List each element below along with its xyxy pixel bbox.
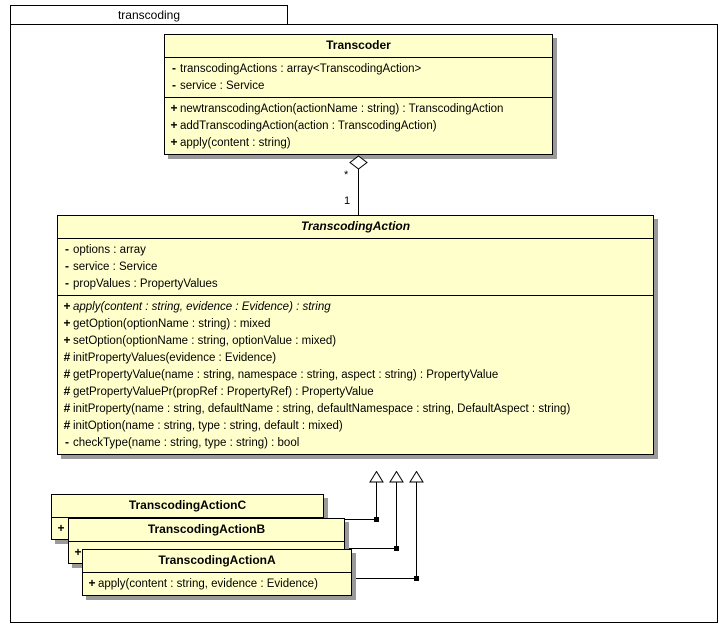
visibility-marker: # bbox=[63, 367, 71, 381]
operation-row: + newtranscodingAction(actionName : stri… bbox=[165, 100, 552, 117]
generalization-junction-c bbox=[374, 517, 379, 522]
visibility-marker: - bbox=[65, 435, 69, 449]
attribute-signature: transcodingActions : array<TranscodingAc… bbox=[180, 63, 422, 75]
class-box-transcodingactiona[interactable]: TranscodingActionA + apply(content : str… bbox=[82, 549, 352, 596]
class-name-transcodingaction: TranscodingAction bbox=[58, 216, 653, 239]
operation-row: + apply(content : string) bbox=[165, 134, 552, 151]
generalization-junction-a bbox=[414, 576, 419, 581]
visibility-marker: + bbox=[63, 299, 71, 313]
operation-row: + apply(content : string, evidence : Evi… bbox=[58, 298, 653, 315]
operations-compartment-transcodingactionb: + bbox=[69, 542, 344, 563]
visibility-marker: - bbox=[65, 242, 69, 256]
operation-signature: checkType(name : string, type : string) … bbox=[73, 437, 300, 449]
class-box-transcodingaction[interactable]: TranscodingAction - options : array - se… bbox=[57, 215, 654, 455]
attribute-signature: service : Service bbox=[180, 80, 265, 92]
visibility-marker: - bbox=[172, 78, 176, 92]
visibility-marker: + bbox=[63, 316, 71, 330]
operation-row: # initProperty(name : string, defaultNam… bbox=[58, 400, 653, 417]
generalization-line-a bbox=[350, 578, 417, 579]
generalization-line-b bbox=[396, 482, 397, 549]
operation-signature: setOption(optionName : string, optionVal… bbox=[73, 335, 337, 347]
operation-signature: getPropertyValuePr(propRef : PropertyRef… bbox=[73, 386, 374, 398]
attributes-compartment-transcoder: - transcodingActions : array<Transcoding… bbox=[165, 58, 552, 98]
visibility-marker: # bbox=[63, 350, 71, 364]
attribute-row: - propValues : PropertyValues bbox=[58, 275, 653, 292]
class-name-transcodingactiona: TranscodingActionA bbox=[83, 550, 351, 573]
attribute-signature: options : array bbox=[73, 244, 146, 256]
operation-signature: apply(content : string, evidence : Evide… bbox=[73, 301, 331, 313]
visibility-marker: # bbox=[63, 384, 71, 398]
attribute-signature: propValues : PropertyValues bbox=[73, 278, 218, 290]
visibility-marker: + bbox=[63, 333, 71, 347]
operation-row: # getPropertyValue(name : string, namesp… bbox=[58, 366, 653, 383]
attribute-row: - service : Service bbox=[58, 258, 653, 275]
attribute-row: - service : Service bbox=[165, 77, 552, 94]
operation-signature: newtranscodingAction(actionName : string… bbox=[180, 103, 504, 115]
operation-row: + addTranscodingAction(action : Transcod… bbox=[165, 117, 552, 134]
visibility-marker: - bbox=[65, 276, 69, 290]
operation-signature: initOption(name : string, type : string,… bbox=[73, 420, 343, 432]
visibility-marker: + bbox=[57, 521, 65, 535]
attribute-row: - transcodingActions : array<Transcoding… bbox=[165, 60, 552, 77]
operation-signature: apply(content : string, evidence : Evide… bbox=[98, 578, 318, 590]
operations-compartment-transcodingactionc: + bbox=[52, 518, 323, 539]
generalization-line-b bbox=[343, 548, 397, 549]
visibility-marker: + bbox=[88, 576, 96, 590]
generalization-line-c bbox=[322, 519, 377, 520]
aggregation-line bbox=[358, 169, 359, 216]
operation-signature: initPropertyValues(evidence : Evidence) bbox=[73, 352, 277, 364]
aggregation-target-multiplicity: 1 bbox=[344, 195, 351, 207]
visibility-marker: - bbox=[172, 61, 176, 75]
operation-row: + getOption(optionName : string) : mixed bbox=[58, 315, 653, 332]
aggregation-diamond-icon bbox=[349, 155, 368, 170]
operation-signature: addTranscodingAction(action : Transcodin… bbox=[180, 120, 437, 132]
operation-row: - checkType(name : string, type : string… bbox=[58, 434, 653, 451]
visibility-marker: + bbox=[74, 545, 82, 559]
operations-compartment-transcodingaction: + apply(content : string, evidence : Evi… bbox=[58, 296, 653, 454]
class-name-transcodingactionb: TranscodingActionB bbox=[69, 519, 344, 542]
operations-compartment-transcodingactiona: + apply(content : string, evidence : Evi… bbox=[83, 573, 351, 595]
visibility-marker: + bbox=[170, 101, 178, 115]
package-tab: transcoding bbox=[10, 5, 288, 25]
visibility-marker: # bbox=[63, 418, 71, 432]
operation-row: # getPropertyValuePr(propRef : PropertyR… bbox=[58, 383, 653, 400]
operation-row: + bbox=[52, 520, 323, 536]
attributes-compartment-transcodingaction: - options : array - service : Service - … bbox=[58, 239, 653, 296]
operation-row: # initOption(name : string, type : strin… bbox=[58, 417, 653, 434]
operation-signature: initProperty(name : string, defaultName … bbox=[73, 403, 571, 415]
attribute-signature: service : Service bbox=[73, 261, 158, 273]
visibility-marker: + bbox=[170, 135, 178, 149]
visibility-marker: # bbox=[63, 401, 71, 415]
operation-row: # initPropertyValues(evidence : Evidence… bbox=[58, 349, 653, 366]
operation-signature: apply(content : string) bbox=[180, 137, 291, 149]
class-name-transcodingactionc: TranscodingActionC bbox=[52, 495, 323, 518]
operation-signature: getOption(optionName : string) : mixed bbox=[73, 318, 271, 330]
operation-row: + bbox=[69, 544, 344, 560]
generalization-line-a bbox=[416, 482, 417, 578]
class-box-transcoder[interactable]: Transcoder - transcodingActions : array<… bbox=[164, 34, 553, 155]
visibility-marker: - bbox=[65, 259, 69, 273]
aggregation-source-multiplicity: * bbox=[344, 169, 349, 181]
operation-row: + apply(content : string, evidence : Evi… bbox=[83, 575, 351, 592]
class-name-transcoder: Transcoder bbox=[165, 35, 552, 58]
attribute-row: - options : array bbox=[58, 241, 653, 258]
generalization-junction-b bbox=[394, 546, 399, 551]
generalization-line-c bbox=[376, 482, 377, 520]
operation-row: + setOption(optionName : string, optionV… bbox=[58, 332, 653, 349]
operation-signature: getPropertyValue(name : string, namespac… bbox=[73, 369, 499, 381]
package-name: transcoding bbox=[117, 8, 181, 22]
operations-compartment-transcoder: + newtranscodingAction(actionName : stri… bbox=[165, 98, 552, 154]
visibility-marker: + bbox=[170, 118, 178, 132]
